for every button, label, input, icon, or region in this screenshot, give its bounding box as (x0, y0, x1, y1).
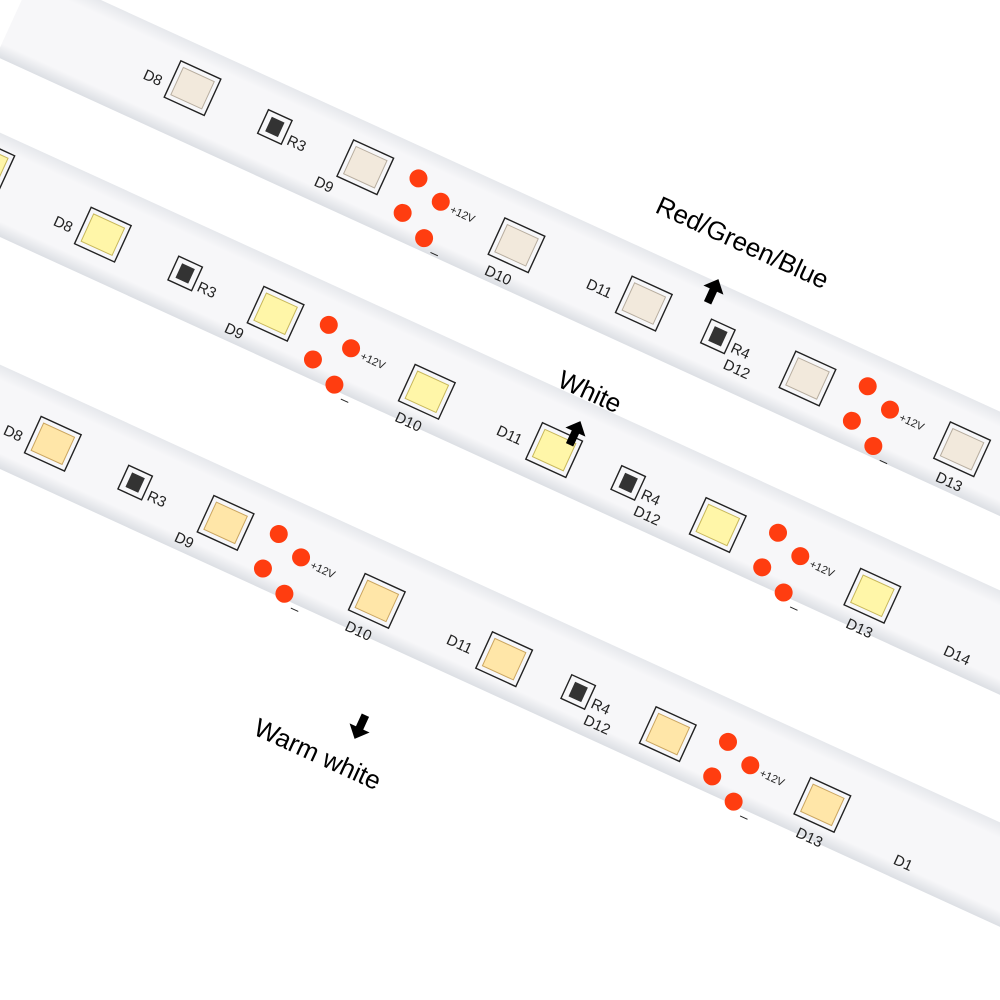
strip-label: D1 (891, 852, 916, 875)
led-d11-rgb: D11 (583, 275, 674, 332)
led-d13-rgb: D13 (932, 420, 992, 496)
resistor-r4-warm: R4 (560, 673, 613, 719)
led-d8-rgb: D8 (140, 59, 222, 117)
strip-label: D9 (172, 529, 197, 552)
strip-label: D9 (311, 173, 336, 196)
strip-label: R4 (638, 486, 663, 509)
led-d9-white: D9 (222, 285, 305, 343)
strip-label: D8 (140, 66, 165, 89)
resistor-r4-rgb: R4 (699, 318, 753, 363)
resistor-r3-warm: R3 (117, 464, 169, 511)
strip-label: D8 (1, 422, 26, 445)
strip-warm: D8 R3 D9 +12V _ D10 D11 (0, 335, 1000, 1000)
arrow-up-icon (565, 421, 586, 447)
arrow-up-icon (703, 279, 724, 305)
resistor-r3-white: R3 (167, 255, 219, 302)
led-d9-warm: D9 (172, 494, 255, 552)
led-d10-rgb: D10 (482, 217, 546, 289)
arrow-down-icon (349, 713, 370, 739)
strip-label: D9 (222, 320, 247, 343)
strip-label: R3 (144, 488, 169, 511)
led-d9-rgb: D9 (311, 138, 395, 197)
strip-white: D7 D8 R3 D9 +12V _ D10 (0, 103, 1000, 773)
pads-rgb-1: +12V _ (393, 169, 477, 256)
resistor-r4-white: R4 (610, 464, 663, 510)
strip-label: R3 (194, 279, 219, 302)
led-d8-white: D8 (51, 206, 133, 263)
strip-label: D8 (51, 213, 76, 236)
led-d12-warm: D12 (581, 705, 698, 763)
strip-rgb: D8 R3 D9 +12V _ D10 D11 (0, 0, 1000, 598)
strip-label: R3 (284, 132, 309, 155)
strip-warm-body (0, 335, 1000, 1000)
pads-warm-1: +12V _ (253, 525, 337, 612)
led-d11-warm: D11 (444, 630, 534, 688)
strip-label: R4 (588, 695, 613, 718)
resistor-r3-rgb: R3 (256, 108, 309, 156)
strip-label: R4 (728, 340, 753, 363)
led-d8-warm: D8 (1, 415, 83, 473)
strip-rgb-body (0, 0, 1000, 598)
led-d7-white: D7 (0, 136, 16, 194)
